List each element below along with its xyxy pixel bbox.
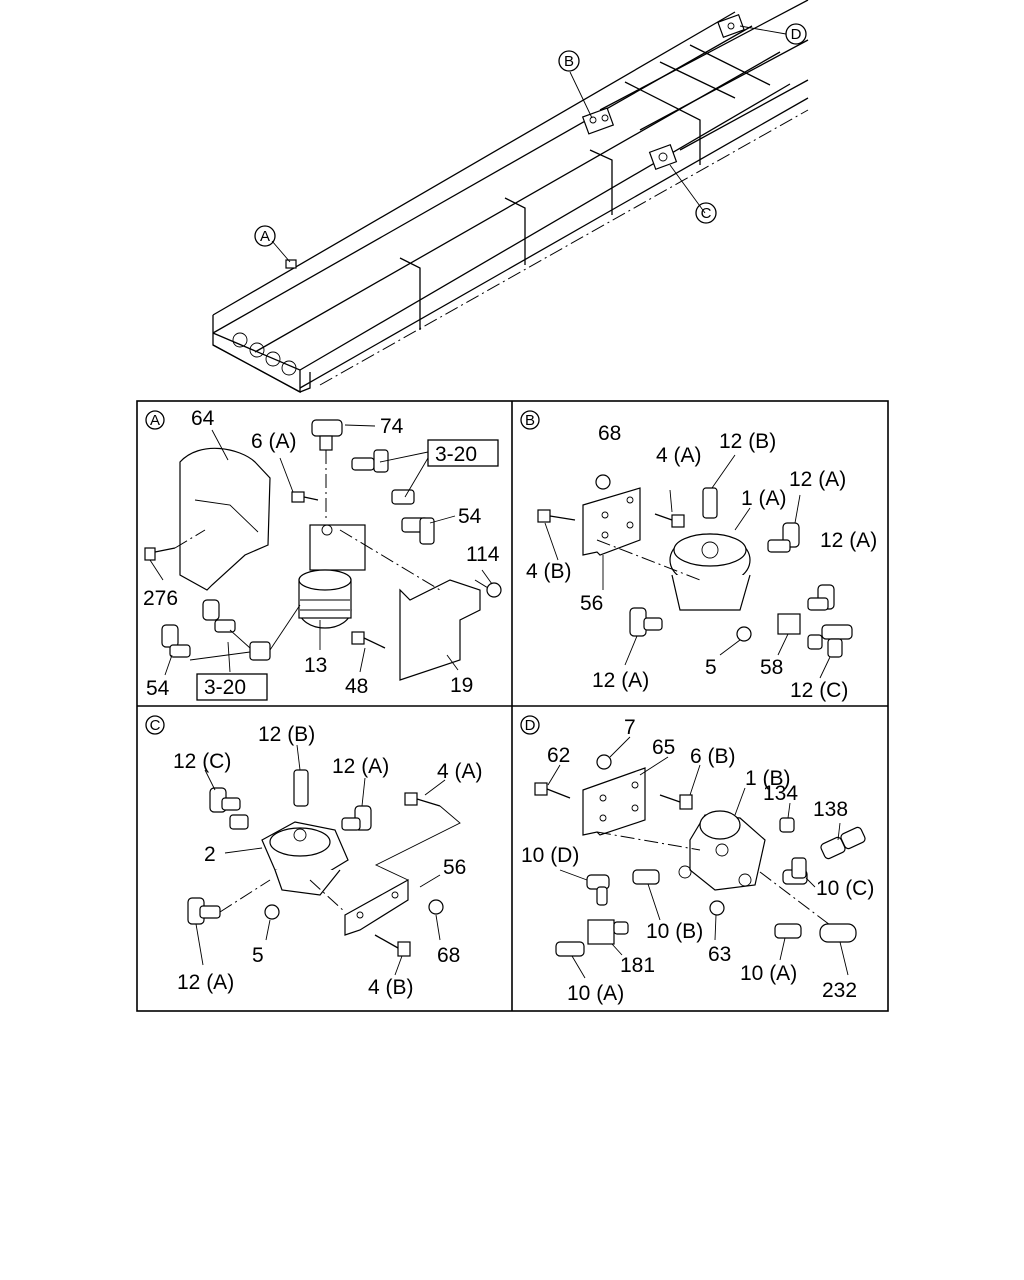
label-48: 48: [345, 675, 368, 698]
valve-body: [309, 524, 366, 571]
ref-box-3-20-lower: [196, 673, 268, 701]
label-1a: 1 (A): [741, 487, 787, 510]
component-a-marker: [285, 259, 297, 269]
panel-b: B: [520, 410, 877, 702]
label-12a-lower: 12 (A): [592, 669, 649, 692]
label-4a: 4 (A): [437, 760, 483, 783]
label-54-right: 54: [458, 505, 482, 528]
label-2: 2: [204, 843, 216, 866]
label-10d: 10 (D): [521, 844, 579, 867]
label-19: 19: [450, 674, 473, 697]
label-5: 5: [705, 656, 717, 679]
label-181: 181: [620, 954, 655, 977]
label-12a-upper: 12 (A): [332, 755, 389, 778]
label-64: 64: [191, 407, 215, 430]
label-68: 68: [598, 422, 621, 445]
label-68: 68: [437, 944, 460, 967]
label-62: 62: [547, 744, 570, 767]
label-74: 74: [380, 415, 404, 438]
overview-callout-c: C: [695, 202, 717, 224]
callout-b-letter: B: [564, 53, 574, 70]
panel-d: D: [520, 715, 874, 1005]
label-13: 13: [304, 654, 327, 677]
label-12c: 12 (C): [790, 679, 848, 702]
label-10a-left: 10 (A): [567, 982, 624, 1005]
label-54-left: 54: [146, 677, 170, 700]
label-3-20-upper: 3-20: [435, 443, 477, 466]
component-c-marker: [648, 144, 678, 170]
label-232: 232: [822, 979, 857, 1002]
callout-d-letter: D: [791, 26, 802, 43]
label-3-20-lower: 3-20: [204, 676, 246, 699]
label-138: 138: [813, 798, 848, 821]
panel-a-letter: A: [150, 412, 160, 429]
label-1b: 1 (B): [745, 767, 791, 790]
panel-d-letter: D: [525, 717, 536, 734]
bracket-65: [582, 767, 646, 836]
bracket-part: [399, 579, 481, 681]
panel-c-letter: C: [150, 717, 161, 734]
label-4a: 4 (A): [656, 444, 702, 467]
label-12a-lower: 12 (A): [177, 971, 234, 994]
callout-c-letter: C: [701, 205, 712, 222]
detail-panel-grid: [136, 400, 889, 1012]
panel-b-letter: B: [525, 412, 535, 429]
overview-callout-d: D: [785, 23, 807, 45]
label-4b: 4 (B): [368, 976, 414, 999]
label-10a-right: 10 (A): [740, 962, 797, 985]
shield-part: [179, 447, 271, 591]
label-12b: 12 (B): [719, 430, 776, 453]
panel-a: A: [143, 407, 502, 701]
label-12a-right: 12 (A): [820, 529, 877, 552]
overview-callout-b: B: [558, 50, 580, 72]
label-63: 63: [708, 943, 731, 966]
label-7: 7: [624, 716, 636, 739]
label-56: 56: [443, 856, 466, 879]
bracket-56: [582, 487, 641, 556]
label-4b: 4 (B): [526, 560, 572, 583]
label-5: 5: [252, 944, 264, 967]
label-12b: 12 (B): [258, 723, 315, 746]
label-6a: 6 (A): [251, 430, 297, 453]
component-b-marker: [581, 107, 615, 135]
label-276: 276: [143, 587, 178, 610]
label-12c: 12 (C): [173, 750, 231, 773]
panel-c: C: [145, 715, 483, 999]
callout-a-letter: A: [260, 228, 270, 245]
overview-callout-a: A: [254, 225, 276, 247]
label-6b: 6 (B): [690, 745, 736, 768]
component-d-marker: [717, 13, 745, 39]
chassis-frame-overview: A B C D: [212, 0, 809, 394]
label-134: 134: [763, 782, 798, 805]
label-58: 58: [760, 656, 783, 679]
label-10c: 10 (C): [816, 877, 874, 900]
label-56: 56: [580, 592, 603, 615]
label-12a-upper: 12 (A): [789, 468, 846, 491]
label-10b: 10 (B): [646, 920, 703, 943]
ref-box-3-20-upper: [427, 439, 499, 467]
label-65: 65: [652, 736, 675, 759]
label-114: 114: [466, 543, 500, 566]
bracket-56-c: [344, 878, 409, 936]
